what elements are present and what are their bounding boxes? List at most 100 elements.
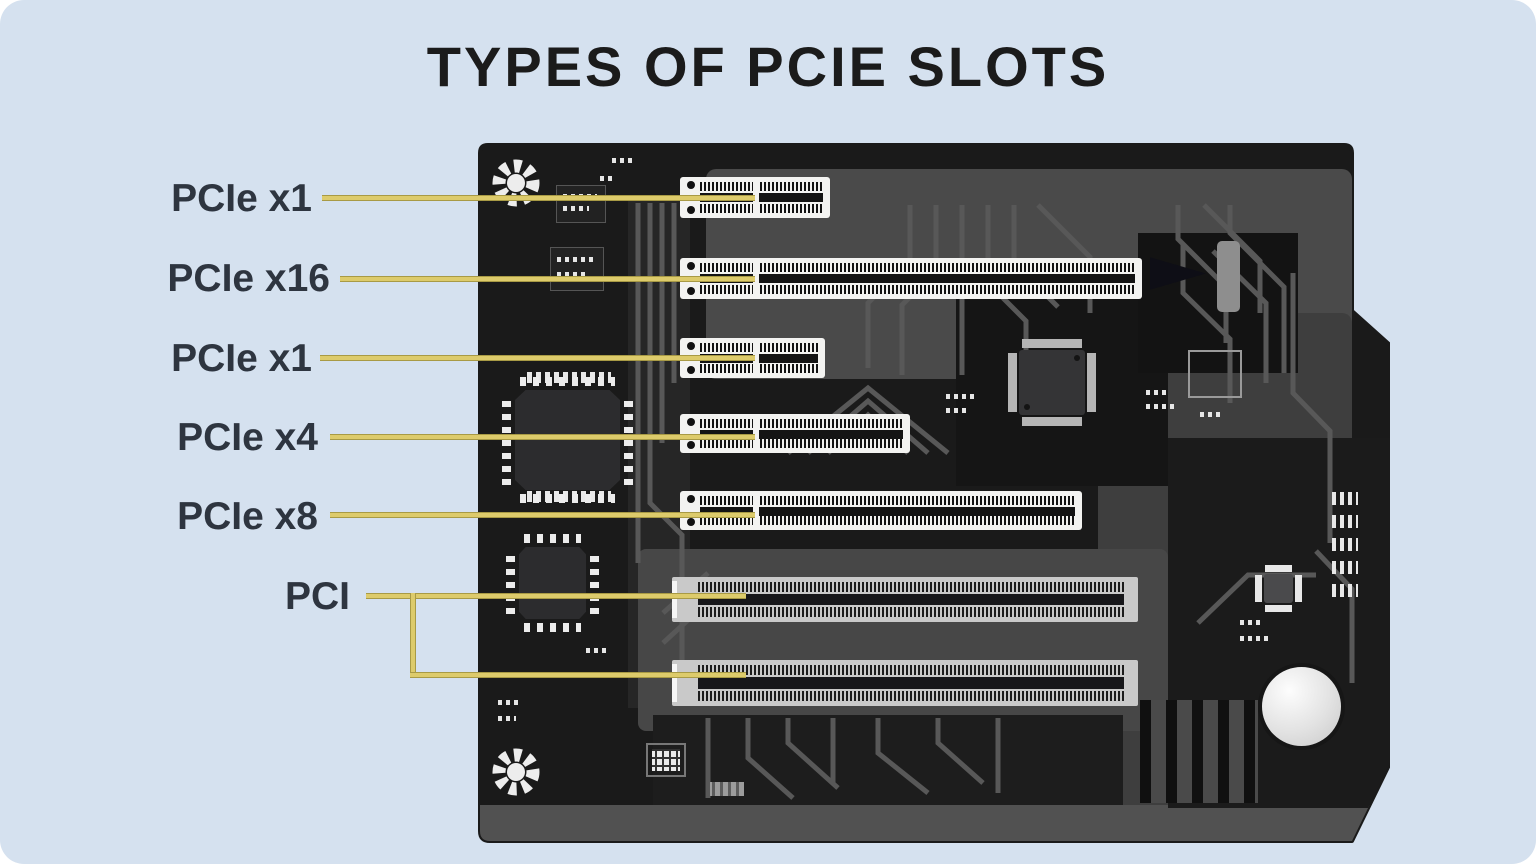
chip-pad (1255, 575, 1262, 602)
slot-mount-hole (687, 181, 695, 189)
slot-channel (698, 677, 1124, 689)
solder-pads (946, 408, 966, 413)
label-pcie-x4: PCIe x4 (177, 416, 318, 459)
label-pcie-x16: PCIe x16 (167, 257, 330, 300)
slot-pins (698, 665, 1124, 675)
solder-pads (1240, 620, 1262, 625)
slot-key-notch (753, 341, 759, 375)
slot-channel (700, 507, 1075, 516)
leader-line-pcie-x4 (330, 434, 755, 440)
slot-pins (700, 364, 818, 373)
small-ic-chip (556, 185, 606, 223)
cmos-battery-icon (1258, 663, 1345, 750)
solder-pads (1240, 636, 1268, 641)
leader-line-pcie-x1-top (322, 195, 755, 201)
leader-line-pci-branch (410, 593, 416, 678)
slot-mount-hole (687, 262, 695, 270)
pcie-x4-slot (680, 414, 910, 453)
slot-pins (700, 182, 823, 191)
solder-pads (498, 700, 522, 705)
chip-pad (1087, 353, 1096, 412)
slot-mount-hole (687, 342, 695, 350)
slot-pins (700, 516, 1075, 525)
slot-mount-hole (687, 518, 695, 526)
slot-channel (698, 594, 1124, 605)
chip-pad (1022, 339, 1082, 348)
slot-channel (700, 193, 823, 202)
bga-chip-icon (646, 743, 686, 777)
chip-pad (1022, 417, 1082, 426)
slot-key-notch (672, 581, 677, 618)
chip-pins (590, 552, 599, 614)
qfp-chip-icon (506, 534, 599, 632)
socket-connector (704, 777, 750, 801)
label-pcie-x8: PCIe x8 (177, 495, 318, 538)
slot-pins (700, 263, 1135, 272)
slot-channel (700, 430, 903, 439)
chip-pins (520, 377, 615, 386)
slot-mount-hole (687, 441, 695, 449)
chip-pins (502, 395, 511, 485)
chipset-chip-icon (1008, 339, 1096, 426)
chip-body (519, 547, 586, 619)
label-pcie-x1-mid: PCIe x1 (171, 337, 312, 380)
slot-key-notch (753, 417, 759, 450)
smd-array-icon (1332, 492, 1362, 672)
solder-pads (586, 648, 606, 653)
leader-line-pcie-x16 (340, 276, 755, 282)
solder-pads (1146, 404, 1176, 409)
slot-pins (700, 496, 1075, 505)
ic-outline-chip (1188, 350, 1242, 398)
slot-key-notch (753, 261, 759, 296)
chip-pins (524, 534, 581, 543)
slot-pins (700, 419, 903, 428)
slot-pins (700, 439, 903, 448)
leader-line-pci-2 (410, 672, 746, 678)
chip-body (515, 390, 620, 490)
chip-pin1-dot (1024, 404, 1030, 410)
pcie-x16-slot (680, 258, 1142, 299)
slot-pins (700, 285, 1135, 294)
chip-pad (1265, 605, 1292, 612)
chip-pins (524, 623, 581, 632)
io-port-bar (1217, 241, 1240, 312)
small-ic-chip (550, 247, 604, 291)
screw-hole-icon (492, 159, 540, 207)
slot-pins (698, 691, 1124, 701)
chip-pad (1008, 353, 1017, 412)
smd-chip (1332, 515, 1358, 528)
solder-pads (600, 176, 614, 181)
slot-channel (700, 274, 1135, 283)
qfp-chip-icon (502, 377, 633, 503)
solder-pads (498, 716, 516, 721)
slot-key-notch (753, 494, 759, 527)
slot-pins (700, 343, 818, 352)
slot-mount-hole (687, 287, 695, 295)
slot-key-notch (753, 180, 759, 215)
leader-line-pcie-x8 (330, 512, 755, 518)
smd-chip (1332, 584, 1358, 597)
chip-pad (1295, 575, 1302, 602)
chip-pins (624, 395, 633, 485)
smd-row (563, 206, 589, 211)
label-pci: PCI (284, 575, 350, 618)
slot-channel (700, 354, 818, 363)
smd-row (557, 257, 595, 262)
slot-key-notch (672, 664, 677, 702)
leader-line-pcie-x1-mid (320, 355, 755, 361)
chip-pin1-dot (1074, 355, 1080, 361)
chip-pins (506, 552, 515, 614)
pcie-x8-slot (680, 491, 1082, 530)
pci-slot-2 (672, 660, 1138, 706)
slot-mount-hole (687, 495, 695, 503)
chip-pad (1265, 565, 1292, 572)
slot-pins (700, 204, 823, 213)
board-bottom-band (480, 805, 1390, 841)
solder-pads (1200, 412, 1222, 417)
smd-chip (1332, 538, 1358, 551)
slot-mount-hole (687, 366, 695, 374)
pci-slot-1 (672, 577, 1138, 622)
label-pcie-x1-top: PCIe x1 (171, 177, 312, 220)
chip-body (1264, 574, 1293, 603)
